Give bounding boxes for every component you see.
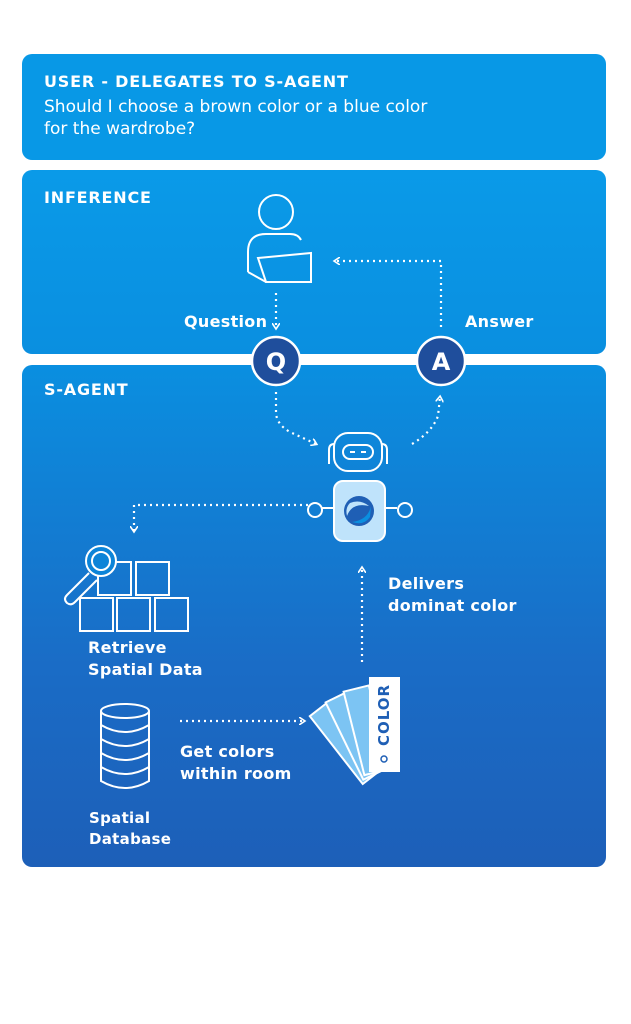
answer-badge: A [415,335,467,387]
database-label-line2: Database [89,830,172,848]
user-question-line2: for the wardrobe? [44,119,196,139]
inference-panel-heading: INFERENCE [44,188,152,207]
inference-panel: INFERENCE [22,170,606,354]
delivers-color-label: Delivers dominat color [388,573,517,617]
arrow-robot-to-answer [411,397,440,445]
question-label: Question [184,312,268,331]
user-laptop-icon [247,194,312,283]
get-colors-label: Get colors within room [180,741,292,785]
user-panel-heading: USER - DELEGATES TO S-AGENT [44,72,349,91]
delivers-label-line1: Delivers [388,574,465,593]
user-question: Should I choose a brown color or a blue … [44,96,564,140]
retrieve-label-line2: Spatial Data [88,660,203,679]
user-question-line1: Should I choose a brown color or a blue … [44,97,428,117]
swatch-label: COLOR [375,684,393,746]
database-icon [100,703,150,789]
get-colors-line1: Get colors [180,742,275,761]
magnifier-boxes-icon [64,545,189,632]
spatial-database-label: Spatial Database [89,808,171,850]
robot-icon [307,432,413,542]
sagent-panel-heading: S-AGENT [44,380,129,399]
arrow-question-to-robot [274,392,316,444]
delivers-label-line2: dominat color [388,596,517,615]
retrieve-label-line1: Retrieve [88,638,167,657]
database-label-line1: Spatial [89,809,151,827]
arrow-robot-to-retrieve [134,503,308,531]
answer-badge-letter: A [432,348,451,376]
color-swatch-icon: COLOR [308,677,400,786]
question-badge: Q [250,335,302,387]
arrow-answer-to-user [335,261,443,327]
retrieve-spatial-data-label: Retrieve Spatial Data [88,637,203,681]
answer-label: Answer [465,312,534,331]
question-badge-letter: Q [266,348,286,376]
user-panel: USER - DELEGATES TO S-AGENT Should I cho… [22,54,606,160]
get-colors-line2: within room [180,764,292,783]
sagent-panel: S-AGENT [22,365,606,867]
